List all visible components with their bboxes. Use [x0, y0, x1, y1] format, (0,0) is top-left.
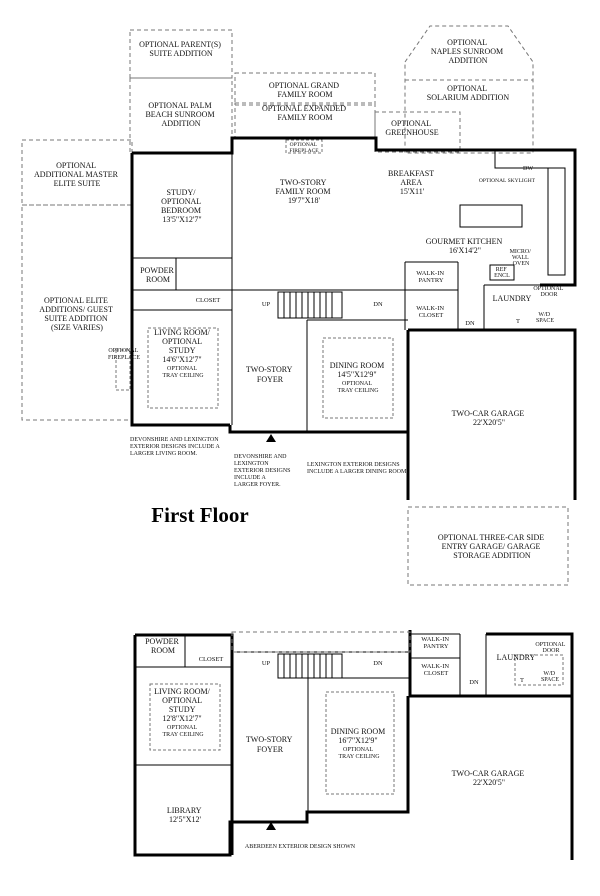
lower-optional-door-label: OPTIONAL DOOR: [535, 642, 566, 654]
optional-fireplace-top-outline: [285, 139, 323, 154]
first-floor-heading: First Floor: [151, 503, 248, 527]
lower-stairs: [277, 653, 343, 679]
note-aberdeen: ABERDEEN EXTERIOR DESIGN SHOWN: [245, 844, 356, 850]
optional-naples-sunroom-outline: [404, 25, 534, 154]
optional-fireplace-top-label: OPTIONAL FIREPLACE: [289, 142, 319, 154]
ref-encl-box: [489, 264, 515, 281]
lower-library-label: LIBRARY 12'5"X12': [167, 806, 203, 824]
optional-grand-family-outline: [234, 72, 376, 106]
lower-entry-marker: [266, 822, 276, 830]
dining-tray-ceiling: [322, 337, 394, 419]
interior-walls-west: [132, 153, 233, 425]
lower-living-tray-ceiling: [149, 683, 221, 751]
living-tray-ceiling: [147, 327, 219, 409]
upper-stairs: [277, 291, 343, 319]
upper-laundry-label: LAUNDRY: [493, 294, 532, 303]
optional-expanded-family-label: OPTIONAL EXPANDED FAMILY ROOM: [262, 104, 348, 122]
kitchen-island: [459, 204, 523, 228]
optional-naples-sunroom-label: OPTIONAL NAPLES SUNROOM ADDITION: [431, 38, 505, 65]
ref-encl-label: REF ENCL: [494, 267, 510, 279]
upper-up-label: UP: [262, 301, 271, 308]
exterior-wall-west: [130, 153, 230, 427]
lower-dining-room-label: DINING ROOM 16'7"X12'9" OPTIONAL TRAY CE…: [331, 727, 387, 760]
upper-foyer-label: TWO-STORY FOYER: [246, 365, 294, 384]
upper-dining-room-label: DINING ROOM 14'5"X12'9" OPTIONAL TRAY CE…: [330, 361, 386, 394]
upper-t-label: T: [516, 318, 520, 325]
lower-east-walls: [408, 630, 574, 860]
interior-walls-center: [232, 289, 408, 432]
upper-walk-in-pantry-label: WALK-IN PANTRY: [416, 270, 445, 284]
optional-fireplace-left-label: OPTIONAL FIREPLACE: [108, 348, 140, 361]
optional-master-suite-label: OPTIONAL ADDITIONAL MASTER ELITE SUITE: [34, 161, 120, 188]
study-bedroom-label: STUDY/ OPTIONAL BEDROOM 13'5"X12'7": [161, 188, 203, 224]
note-devonshire-foyer: DEVONSHIRE AND LEXINGTON EXTERIOR DESIGN…: [234, 454, 292, 488]
optional-three-car-outline: [407, 506, 569, 586]
optional-greenhouse-outline: [374, 111, 461, 153]
upper-wd-space-label: W/D SPACE: [536, 312, 554, 324]
lower-t-label: T: [520, 677, 524, 684]
optional-greenhouse-label: OPTIONAL GREENHOUSE: [385, 119, 438, 137]
note-devonshire-living: DEVONSHIRE AND LEXINGTON EXTERIOR DESIGN…: [130, 437, 221, 457]
family-room-label: TWO-STORY FAMILY ROOM 19'7"X18': [276, 178, 333, 205]
optional-fireplace-left-outline: [115, 349, 131, 391]
upper-plan: [21, 25, 577, 586]
upper-dn-label-stairs: DN: [373, 301, 383, 308]
lower-exterior-walls: [133, 635, 410, 857]
lower-pantry-walls: [410, 633, 487, 696]
lower-plan: [133, 630, 574, 860]
micro-wall-oven-label: MICRO/ WALL OVEN: [510, 249, 533, 267]
optional-solarium-label: OPTIONAL SOLARIUM ADDITION: [427, 84, 510, 102]
garage-walls: [406, 328, 577, 500]
entry-marker: [266, 434, 276, 442]
lower-walk-in-closet-label: WALK-IN CLOSET: [421, 663, 450, 677]
laundry-walls: [483, 284, 575, 330]
lower-walk-in-pantry-label: WALK-IN PANTRY: [421, 636, 450, 650]
lower-dashed-hall: [231, 631, 411, 653]
lower-living-room-label: LIVING ROOM/ OPTIONAL STUDY 12'8"X12'7" …: [154, 687, 212, 738]
kitchen-counters: [494, 150, 566, 276]
lower-dn-label-stairs: DN: [373, 660, 383, 667]
lower-foyer-label: TWO-STORY FOYER: [246, 735, 294, 754]
upper-living-room-label: LIVING ROOM/ OPTIONAL STUDY 14'6"X12'7" …: [154, 328, 212, 379]
upper-garage-label: TWO-CAR GARAGE 22'X20'5": [452, 409, 527, 427]
upper-optional-door-label: OPTIONAL DOOR: [533, 286, 564, 298]
lower-up-label: UP: [262, 660, 271, 667]
lower-wd-outline: [514, 654, 564, 686]
optional-palm-beach-label: OPTIONAL PALM BEACH SUNROOM ADDITION: [145, 101, 216, 128]
pantry-walls: [404, 261, 459, 330]
exterior-wall-north: [132, 136, 577, 287]
optional-parents-suite-outline: [129, 29, 233, 79]
note-lexington-dining: LEXINGTON EXTERIOR DESIGNS INCLUDE A LAR…: [307, 462, 408, 475]
upper-dn-label-garage: DN: [465, 320, 475, 327]
upper-powder-room-label: POWDER ROOM: [140, 266, 176, 284]
lower-dn-label-garage: DN: [469, 679, 479, 686]
lower-laundry-label: LAUNDRY: [497, 653, 536, 662]
lower-closet-label: CLOSET: [199, 656, 224, 663]
lower-wd-space-label: W/D SPACE: [541, 671, 559, 683]
upper-closet-label: CLOSET: [196, 297, 221, 304]
optional-skylight-label: OPTIONAL SKYLIGHT: [479, 178, 536, 184]
optional-parents-suite-label: OPTIONAL PARENT(S) SUITE ADDITION: [139, 40, 223, 58]
gourmet-kitchen-label: GOURMET KITCHEN 16'X14'2": [426, 237, 505, 255]
optional-three-car-label: OPTIONAL THREE-CAR SIDE ENTRY GARAGE/ GA…: [438, 533, 546, 560]
optional-grand-family-label: OPTIONAL GRAND FAMILY ROOM: [269, 81, 341, 99]
lower-powder-room-label: POWDER ROOM: [145, 637, 181, 655]
upper-walk-in-closet-label: WALK-IN CLOSET: [416, 305, 445, 319]
breakfast-area-label: BREAKFAST AREA 15'X11': [388, 169, 436, 196]
dw-label: DW: [523, 166, 533, 172]
lower-garage-label: TWO-CAR GARAGE 22'X20'5": [452, 769, 527, 787]
optional-elite-additions-label: OPTIONAL ELITE ADDITIONS/ GUEST SUITE AD…: [39, 296, 114, 332]
